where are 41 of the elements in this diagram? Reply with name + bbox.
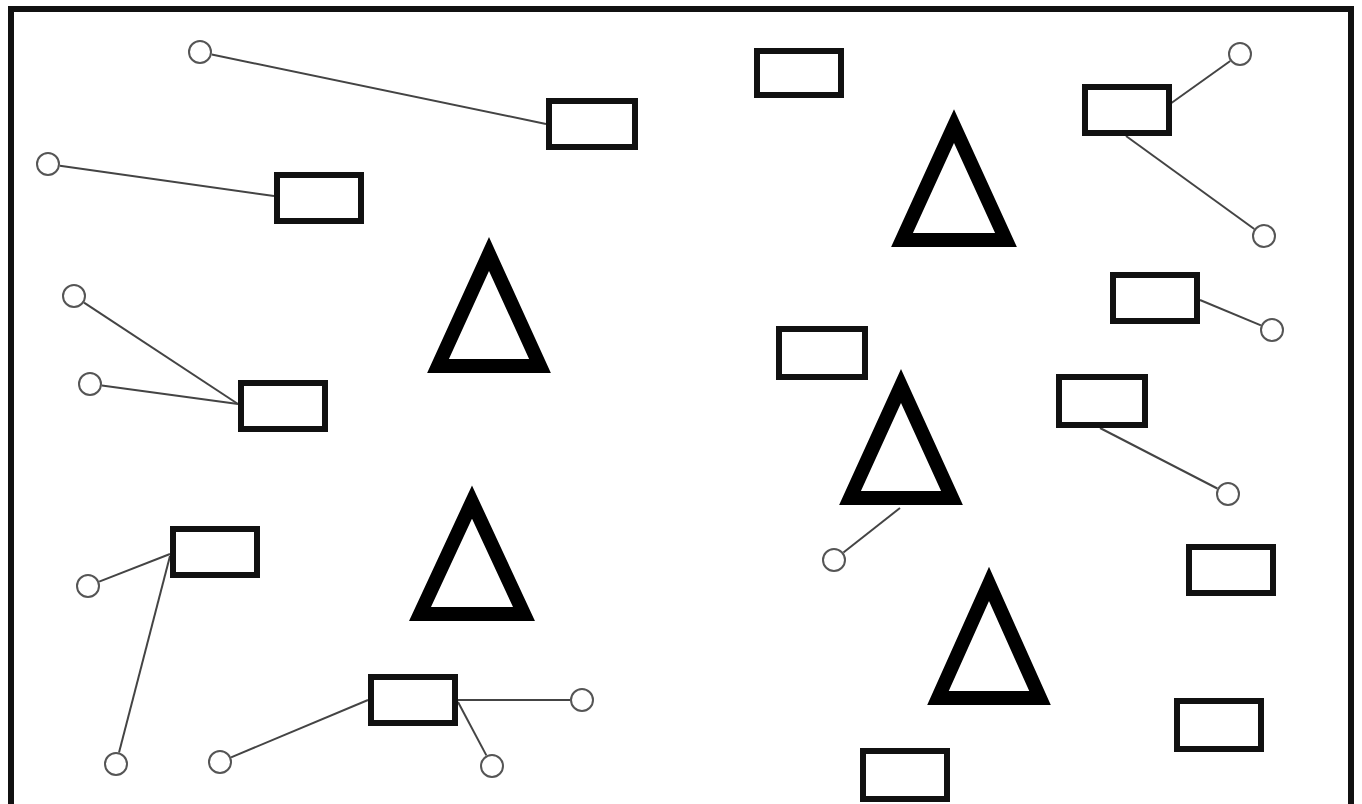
connector-line bbox=[100, 384, 239, 405]
small-circle bbox=[1216, 482, 1240, 506]
connector-line bbox=[98, 553, 171, 583]
connector-line bbox=[210, 53, 547, 125]
connector-line bbox=[457, 701, 488, 757]
small-circle bbox=[76, 574, 100, 598]
empty-rectangle bbox=[1174, 698, 1264, 752]
small-circle bbox=[822, 548, 846, 572]
empty-rectangle bbox=[860, 748, 950, 802]
small-circle bbox=[1228, 42, 1252, 66]
connector-line bbox=[58, 164, 275, 197]
connector-line bbox=[1199, 299, 1262, 327]
small-circle bbox=[1260, 318, 1284, 342]
connector-line bbox=[842, 507, 901, 554]
connector-line bbox=[1125, 135, 1256, 230]
empty-rectangle bbox=[546, 98, 638, 150]
connector-line bbox=[83, 301, 239, 405]
small-circle bbox=[208, 750, 232, 774]
empty-rectangle bbox=[754, 48, 844, 98]
empty-rectangle bbox=[776, 326, 868, 380]
empty-rectangle bbox=[170, 526, 260, 578]
connector-line bbox=[1169, 59, 1232, 105]
small-circle bbox=[36, 152, 60, 176]
connector-line bbox=[230, 699, 369, 759]
empty-rectangle bbox=[1082, 84, 1172, 136]
small-circle bbox=[78, 372, 102, 396]
connector-line bbox=[457, 699, 571, 701]
empty-rectangle bbox=[238, 380, 328, 432]
empty-rectangle bbox=[368, 674, 458, 726]
small-circle bbox=[570, 688, 594, 712]
small-circle bbox=[104, 752, 128, 776]
empty-rectangle bbox=[274, 172, 364, 224]
empty-rectangle bbox=[1186, 544, 1276, 596]
small-circle bbox=[1252, 224, 1276, 248]
connector-line bbox=[118, 555, 171, 754]
connector-line bbox=[1099, 427, 1219, 490]
small-circle bbox=[480, 754, 504, 778]
empty-rectangle bbox=[1110, 272, 1200, 324]
small-circle bbox=[188, 40, 212, 64]
empty-rectangle bbox=[1056, 374, 1148, 428]
small-circle bbox=[62, 284, 86, 308]
